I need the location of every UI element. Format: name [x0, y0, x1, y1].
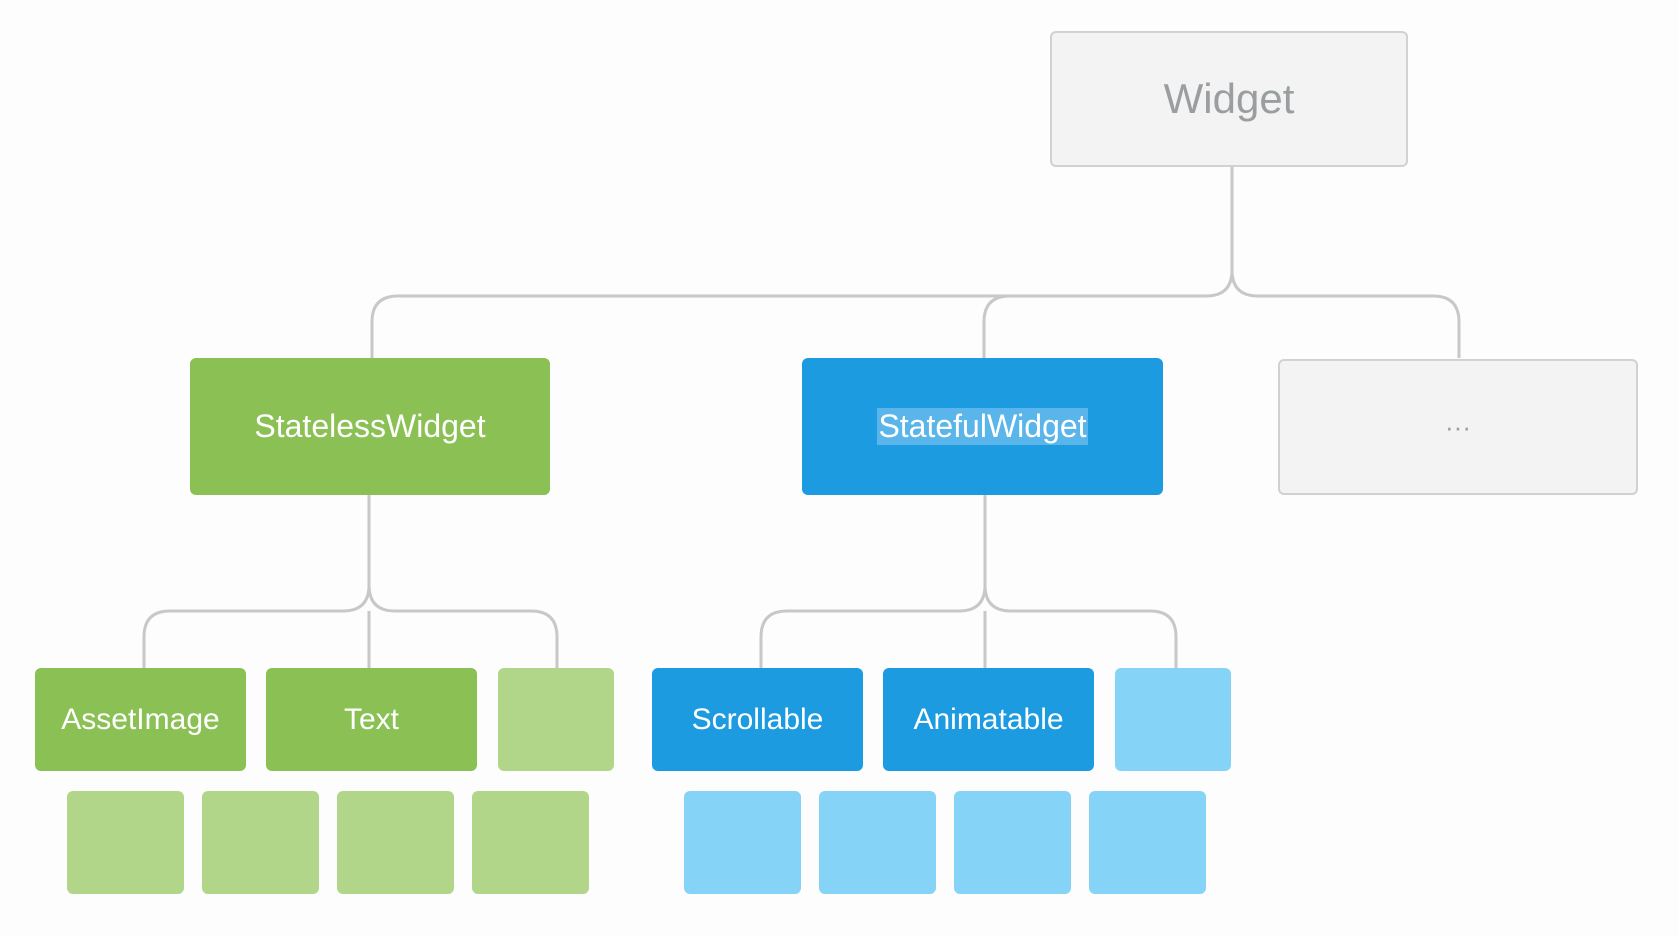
stateless-leaf-node: [202, 791, 319, 894]
stateful-widget-node: StatefulWidget: [802, 358, 1163, 495]
text-node: Text: [266, 668, 477, 771]
stateful-leaf-node: [1089, 791, 1206, 894]
connector-stateful: [759, 495, 987, 668]
stateful-leaf-node: [954, 791, 1071, 894]
stateful-placeholder-node: [1115, 668, 1231, 771]
stateful-leaf-node: [684, 791, 801, 894]
stateful-widget-label: StatefulWidget: [877, 408, 1088, 445]
connector-stateless-right: [367, 584, 559, 668]
stateful-leaf-node: [819, 791, 936, 894]
stateless-widget-label: StatelessWidget: [254, 408, 486, 444]
ellipsis-label: ···: [1445, 411, 1471, 442]
other-widgets-node: ···: [1278, 359, 1638, 495]
connector-root: [370, 165, 1234, 358]
stateless-leaf-node: [67, 791, 184, 894]
stateless-placeholder-node: [498, 668, 614, 771]
connector-root-right: [1230, 269, 1461, 358]
scrollable-node: Scrollable: [652, 668, 863, 771]
stateless-leaf-node: [337, 791, 454, 894]
stateless-widget-node: StatelessWidget: [190, 358, 550, 495]
animatable-label: Animatable: [913, 702, 1064, 736]
connector-stateful-right: [983, 584, 1178, 668]
connector-stateless: [142, 495, 371, 668]
stateless-leaf-node: [472, 791, 589, 894]
connector-root-middle: [982, 294, 1011, 358]
scrollable-label: Scrollable: [691, 702, 824, 736]
asset-image-node: AssetImage: [35, 668, 246, 771]
animatable-node: Animatable: [883, 668, 1094, 771]
asset-image-label: AssetImage: [61, 702, 220, 736]
widget-node: Widget: [1050, 31, 1408, 167]
widget-label: Widget: [1163, 75, 1295, 122]
text-label: Text: [343, 702, 400, 736]
